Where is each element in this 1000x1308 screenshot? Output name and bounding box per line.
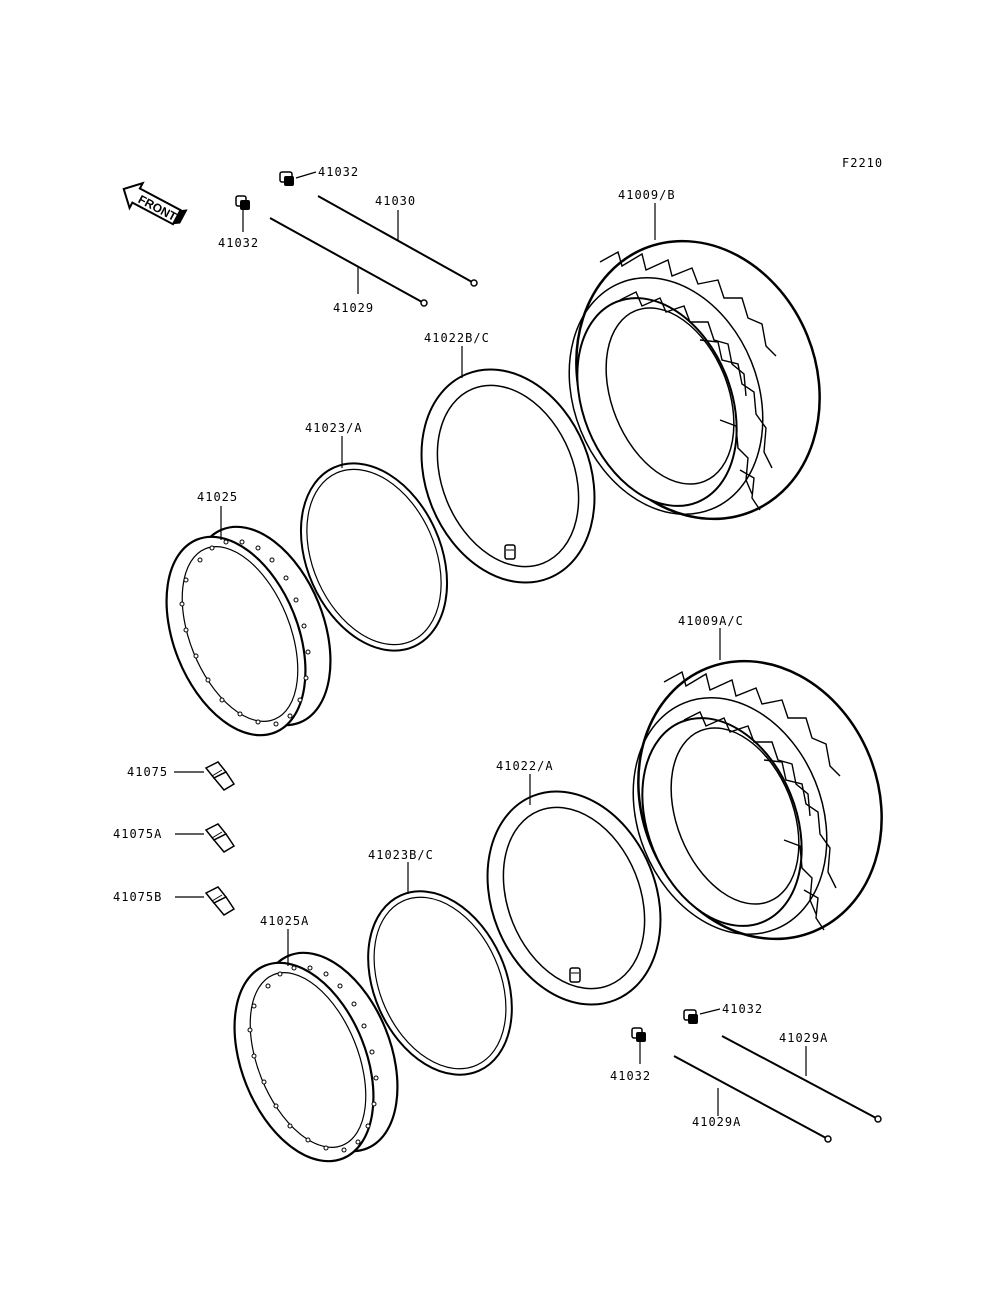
spoke-41029A-left bbox=[673, 1055, 832, 1143]
label-41032-top: 41032 bbox=[318, 165, 359, 179]
tube-41022BC bbox=[420, 368, 596, 584]
label-41032-bottom-right: 41032 bbox=[722, 1002, 763, 1016]
spoke-41030 bbox=[317, 195, 478, 287]
valve-cap-41032-bottom-left bbox=[631, 1027, 646, 1042]
label-41029A-left: 41029A bbox=[692, 1115, 741, 1129]
label-41075: 41075 bbox=[127, 765, 168, 779]
nipple-41075 bbox=[204, 761, 236, 791]
spoke-41029 bbox=[269, 217, 428, 307]
tube-41022A bbox=[486, 790, 662, 1006]
label-41025A: 41025A bbox=[260, 914, 309, 928]
rim-41025A-holes bbox=[247, 965, 379, 1153]
label-41030: 41030 bbox=[375, 194, 416, 208]
label-41025: 41025 bbox=[197, 490, 238, 504]
label-41029A-right: 41029A bbox=[779, 1031, 828, 1045]
valve-cap-41032-left bbox=[235, 195, 250, 210]
rim-41025 bbox=[165, 525, 332, 737]
label-41029: 41029 bbox=[333, 301, 374, 315]
nipple-41075A bbox=[204, 823, 236, 853]
rim-41025-holes bbox=[179, 539, 311, 727]
label-41023A: 41023/A bbox=[305, 421, 363, 435]
rim-band-41023BC bbox=[367, 890, 513, 1076]
front-arrow-icon: FRONT bbox=[122, 181, 188, 226]
label-41075B: 41075B bbox=[113, 890, 162, 904]
spoke-41029A-right bbox=[721, 1035, 882, 1123]
label-41023BC: 41023B/C bbox=[368, 848, 434, 862]
label-41032-bottom-left: 41032 bbox=[610, 1069, 651, 1083]
label-41032-left: 41032 bbox=[218, 236, 259, 250]
label-41022BC: 41022B/C bbox=[424, 331, 490, 345]
label-41009AC: 41009A/C bbox=[678, 614, 744, 628]
valve-cap-41032-top bbox=[279, 171, 294, 186]
figure-code: F2210 bbox=[842, 156, 883, 170]
label-41009B: 41009/B bbox=[618, 188, 676, 202]
label-41022A: 41022/A bbox=[496, 759, 554, 773]
valve-cap-41032-bottom-right bbox=[683, 1009, 698, 1024]
tire-41009AC bbox=[632, 659, 883, 941]
label-41075A: 41075A bbox=[113, 827, 162, 841]
rim-41025A bbox=[233, 951, 399, 1163]
tire-41009B bbox=[568, 239, 821, 521]
nipple-41075B bbox=[204, 886, 236, 916]
rim-band-41023A bbox=[299, 462, 449, 652]
